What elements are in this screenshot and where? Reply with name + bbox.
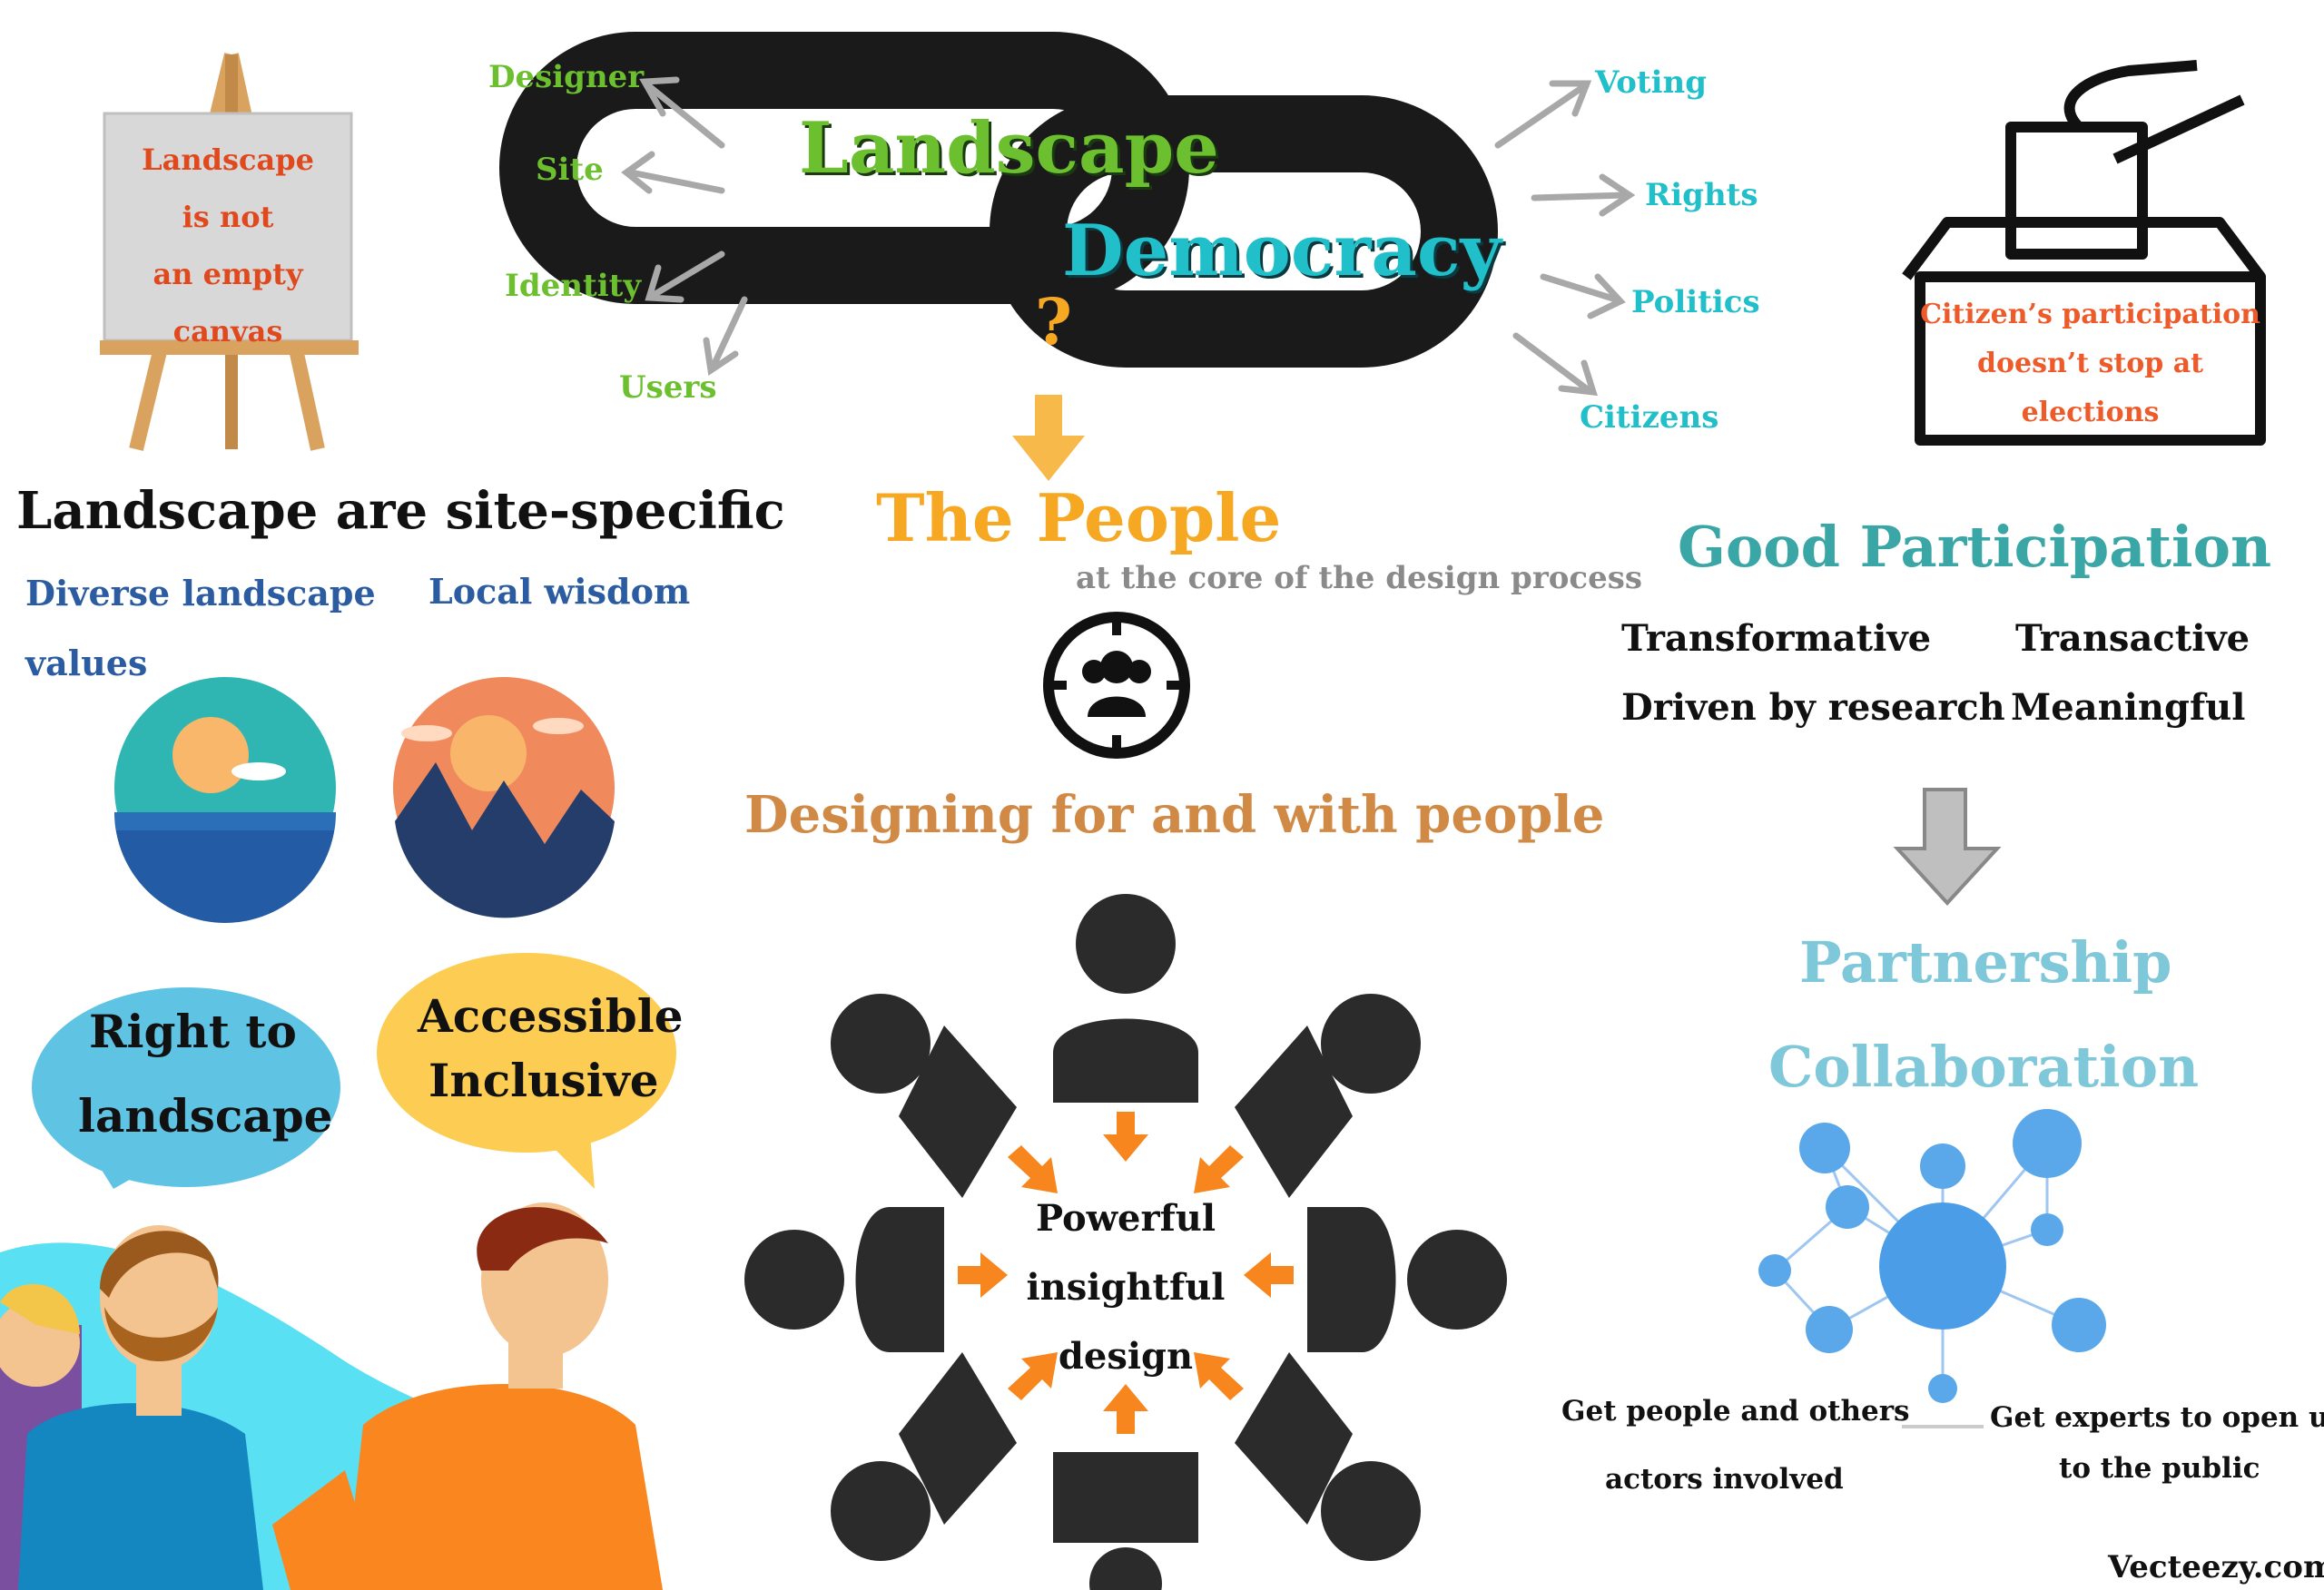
round-table-people-icon <box>744 894 1507 1590</box>
gp-transformative: Transformative <box>1621 617 1932 660</box>
branch-users: Users <box>619 369 717 406</box>
branch-designer: Designer <box>488 59 645 95</box>
canvas-text: Landscape is not an empty canvas <box>104 132 351 360</box>
branch-citizens: Citizens <box>1580 399 1719 436</box>
canvas-line-1: Landscape <box>142 142 314 177</box>
partnership-heading: Partnership <box>1799 929 2172 996</box>
good-participation-title: Good Participation <box>1678 514 2272 580</box>
ballot-box-icon <box>1902 60 2266 446</box>
branch-voting: Voting <box>1595 64 1708 101</box>
bubble-access-line2: Inclusive <box>428 1054 659 1107</box>
grey-down-arrow-icon <box>1893 788 2002 906</box>
bubble-access-line1: Accessible <box>418 989 684 1043</box>
right-branch-arrows <box>1494 80 1636 397</box>
branch-site: Site <box>536 152 604 188</box>
credit-text: Vecteezy.com <box>2108 1549 2324 1585</box>
canvas-line-2: is not <box>182 200 274 234</box>
canvas-line-4: canvas <box>172 314 283 348</box>
chain-link-icon <box>499 32 1498 368</box>
bubble-right-line1: Right to <box>89 1005 297 1058</box>
site-specific-heading: Landscape are site-specific <box>16 481 785 541</box>
center-line-1: Powerful <box>1035 1197 1216 1240</box>
illustrated-people <box>0 1202 663 1590</box>
network-right-line2: to the public <box>2059 1452 2260 1485</box>
people-network-icon <box>1758 1109 2106 1428</box>
center-text: Powerful insightful design <box>1008 1184 1244 1391</box>
inward-arrows-icon <box>958 1112 1294 1434</box>
mountain-landscape-icon <box>393 677 615 918</box>
branch-rights: Rights <box>1645 177 1758 213</box>
branch-politics: Politics <box>1631 284 1760 320</box>
bubble-right-line2: landscape <box>78 1089 333 1143</box>
network-left-line2: actors involved <box>1605 1463 1844 1496</box>
diverse-landscape-line2: values <box>25 643 148 683</box>
branch-identity: Identity <box>505 268 642 304</box>
speech-bubble-accessible-inclusive <box>377 953 676 1189</box>
local-wisdom: Local wisdom <box>428 571 691 612</box>
center-line-3: design <box>1058 1335 1194 1378</box>
center-line-2: insightful <box>1026 1266 1226 1309</box>
gp-driven-by-research: Driven by research <box>1621 686 2005 729</box>
target-people-icon <box>1043 612 1190 759</box>
down-arrow-icon <box>1012 395 1085 481</box>
left-branch-arrows <box>621 76 748 376</box>
chain-landscape-word: Landscape <box>799 107 1219 190</box>
network-left-line1: Get people and others <box>1561 1395 1910 1428</box>
ballot-line-3: elections <box>2021 397 2160 428</box>
network-right-line1: Get experts to open up <box>1990 1401 2324 1434</box>
ballot-text: Citizen’s participation doesn’t stop at … <box>1920 290 2260 437</box>
people-subtitle: at the core of the design process <box>1076 560 1643 596</box>
ballot-line-2: doesn’t stop at <box>1977 348 2203 379</box>
canvas-line-3: an empty <box>153 257 303 291</box>
sea-landscape-icon <box>114 677 336 923</box>
diverse-landscape-line1: Diverse landscape <box>25 573 376 613</box>
collaboration-heading: Collaboration <box>1768 1034 2200 1100</box>
people-title: The People <box>876 479 1282 556</box>
speech-bubble-right-to-landscape <box>32 987 340 1189</box>
gp-meaningful: Meaningful <box>2011 686 2246 729</box>
easel-icon <box>100 53 359 451</box>
gp-transactive: Transactive <box>2015 617 2250 660</box>
designing-heading: Designing for and with people <box>744 785 1605 845</box>
chain-democracy-word: Democracy <box>1062 210 1502 292</box>
ballot-line-1: Citizen’s participation <box>1920 299 2260 330</box>
question-mark: ? <box>1035 284 1073 359</box>
